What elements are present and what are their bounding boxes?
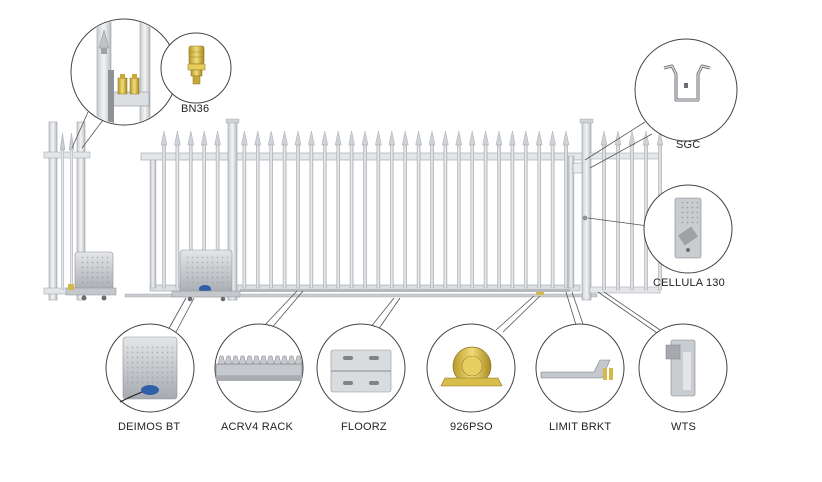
- picket: [401, 130, 409, 289]
- picket: [600, 130, 608, 291]
- picket: [535, 130, 543, 289]
- label-sgc: SGC: [676, 139, 701, 151]
- picket: [361, 130, 369, 289]
- rack-tooth: [273, 355, 282, 365]
- rack-tooth: [245, 355, 254, 365]
- pso-detail: [426, 323, 516, 413]
- rack-tooth: [294, 355, 303, 365]
- bn36-detail: [70, 18, 232, 149]
- picket: [415, 130, 422, 289]
- picket: [428, 130, 436, 289]
- label-deimos: DEIMOS BT: [118, 421, 181, 433]
- label-bn36: BN36: [181, 103, 210, 115]
- wts-detail: [638, 323, 728, 413]
- picket: [334, 130, 342, 289]
- picket: [562, 130, 570, 289]
- picket: [174, 130, 181, 289]
- label-pso: 926PSO: [450, 421, 493, 433]
- label-floorz: FLOORZ: [341, 421, 387, 433]
- picket: [388, 130, 396, 289]
- rack-tooth: [280, 355, 289, 365]
- picket: [495, 130, 503, 289]
- picket: [308, 130, 315, 289]
- picket: [375, 130, 382, 289]
- floorz-detail: [316, 323, 406, 413]
- picket: [254, 130, 262, 289]
- label-wts: WTS: [671, 421, 697, 433]
- picket: [241, 130, 248, 289]
- picket: [614, 130, 622, 291]
- picket: [294, 130, 302, 289]
- sliding-gate: [124, 118, 599, 302]
- label-limit: LIMIT BRKT: [549, 421, 612, 433]
- picket: [442, 130, 449, 289]
- rack-detail: [214, 323, 304, 413]
- label-rack: ACRV4 RACK: [221, 421, 294, 433]
- rack-tooth: [224, 355, 233, 365]
- label-cellula: CELLULA 130: [653, 277, 725, 289]
- picket: [549, 130, 556, 289]
- rack-tooth: [238, 355, 247, 365]
- picket: [482, 130, 489, 289]
- picket: [160, 130, 168, 289]
- rack-tooth: [287, 355, 296, 365]
- callout-lines: [167, 290, 667, 336]
- picket: [509, 130, 516, 289]
- rack-tooth: [217, 355, 226, 365]
- sgc-detail: [584, 38, 738, 169]
- limit-detail: [535, 323, 625, 413]
- picket: [348, 130, 355, 289]
- picket: [281, 130, 288, 289]
- picket: [455, 130, 463, 289]
- deimos-detail: [105, 323, 195, 413]
- cellula-detail: [587, 184, 733, 274]
- rack-tooth: [266, 355, 275, 365]
- rack-tooth: [252, 355, 261, 365]
- left-fence: [43, 121, 117, 301]
- picket: [321, 130, 329, 289]
- rack-tooth: [231, 355, 240, 365]
- picket: [468, 130, 476, 289]
- rack-tooth: [259, 355, 268, 365]
- picket: [522, 130, 530, 289]
- picket: [267, 130, 275, 289]
